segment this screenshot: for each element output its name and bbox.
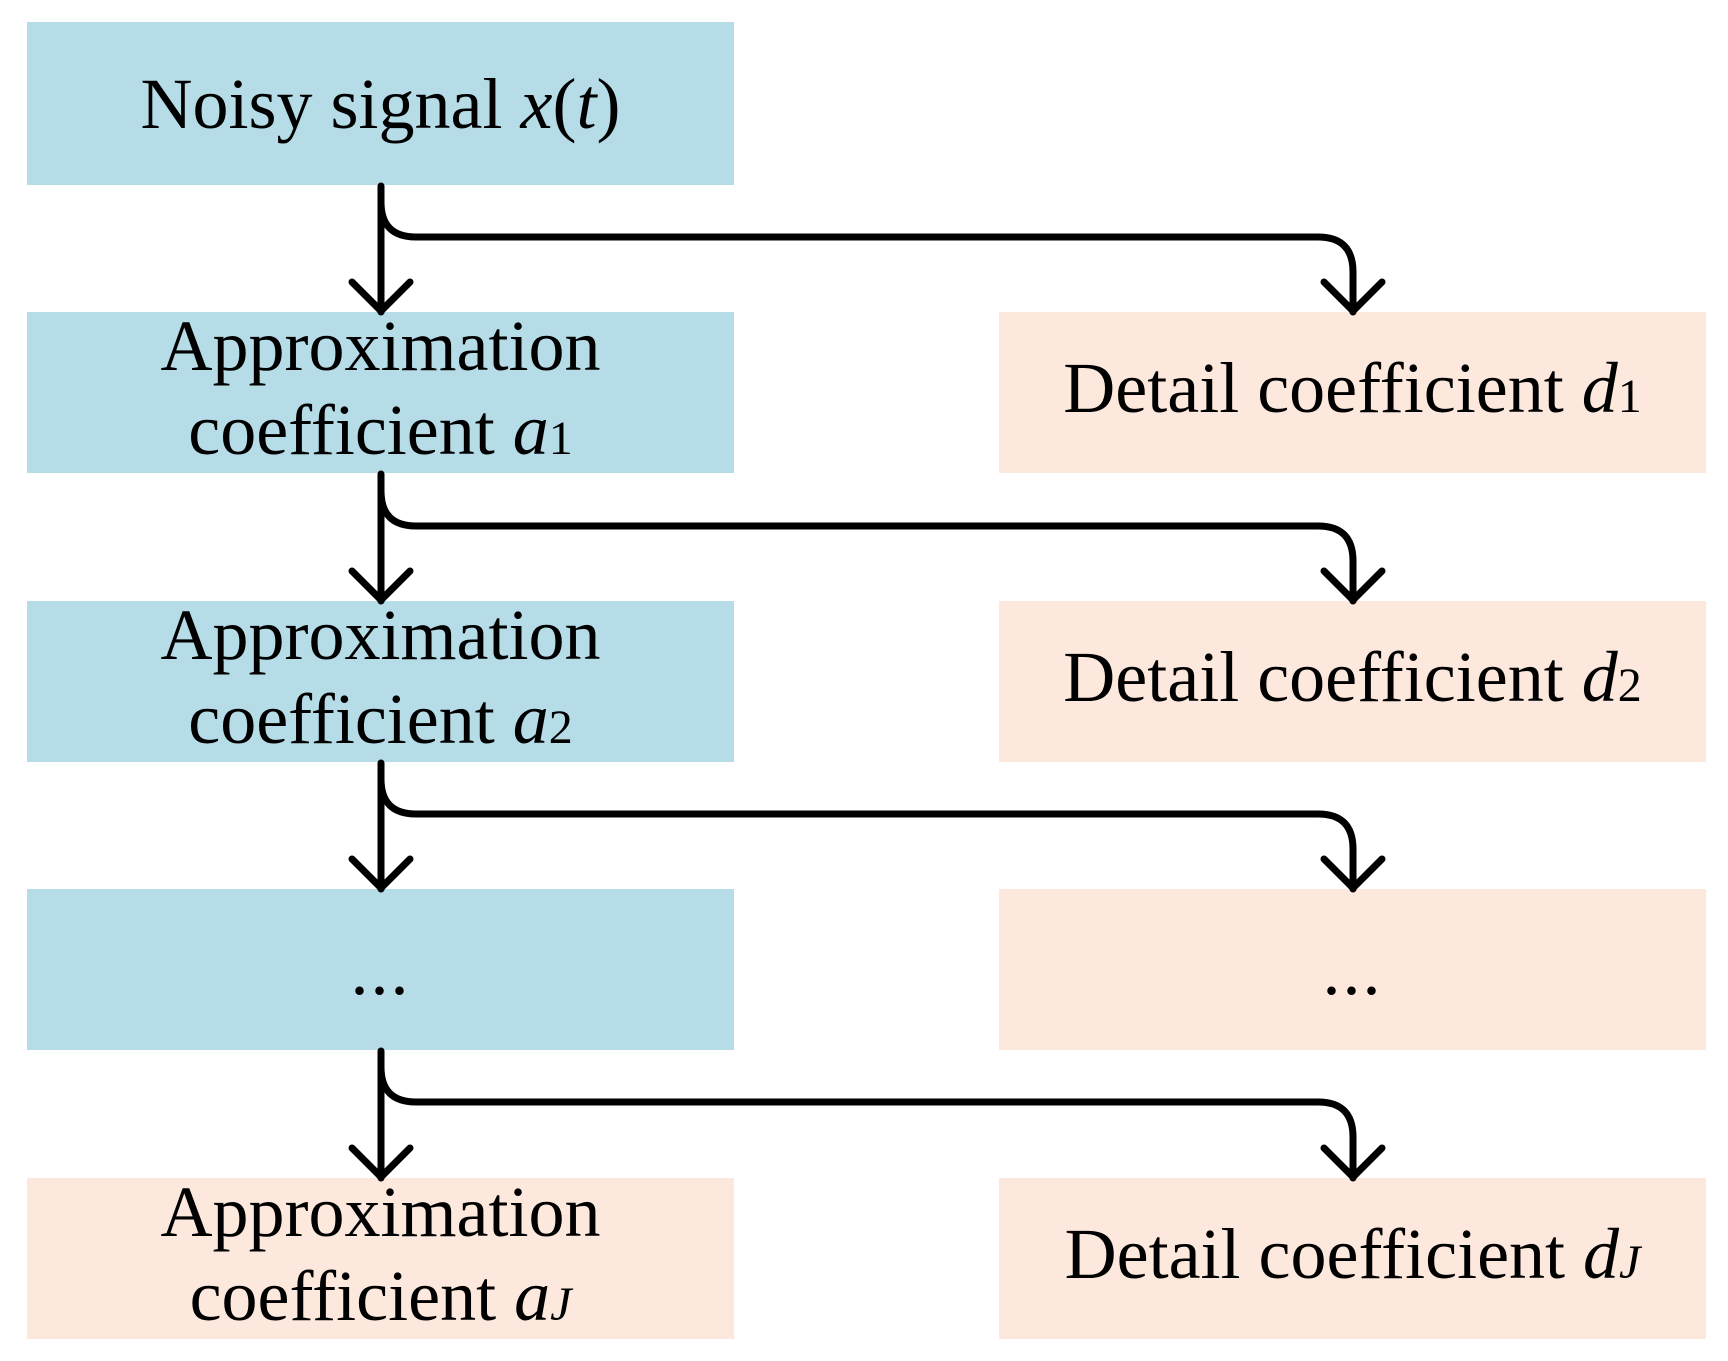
approx-a2-line2: coefficient a2 [188,679,573,759]
detail-ellipsis-box: ... [999,889,1706,1050]
down-arrow-head-2 [348,567,414,604]
branch-arrow-line-3 [377,775,1357,893]
approx-aJ-line1: Approximation [160,1172,601,1252]
detail-ellipsis: ... [1322,929,1383,1010]
detail-d1-label: Detail coefficient d1 [1063,348,1642,428]
arrow-group-level-3 [348,759,1386,893]
branch-arrow-head-3 [1320,855,1386,892]
arrow-group-level-1 [348,182,1386,316]
arrow-group-level-2 [348,470,1386,605]
detail-coefficient-d1-box: Detail coefficient d1 [999,312,1706,473]
noisy-signal-label: Noisy signal x(t) [140,63,621,144]
branch-arrow-head-2 [1320,567,1386,604]
down-arrow-head-4 [348,1144,414,1181]
branch-arrow-line-4 [377,1063,1357,1182]
approximation-ellipsis-box: ... [27,889,734,1050]
arrow-group-level-4 [348,1047,1386,1182]
detail-coefficient-d2-box: Detail coefficient d2 [999,601,1706,762]
noisy-signal-box: Noisy signal x(t) [27,22,734,185]
approx-ellipsis: ... [350,929,411,1010]
branch-arrow-head-4 [1320,1144,1386,1181]
approx-aJ-line2: coefficient aJ [189,1256,572,1336]
down-arrow-head-1 [348,278,414,315]
branch-arrow-line-1 [377,198,1357,316]
approx-a2-line1: Approximation [160,595,601,675]
approximation-coefficient-a2-box: Approximation coefficient a2 [27,595,734,762]
approx-a1-line2: coefficient a1 [188,390,573,470]
branch-arrow-line-2 [377,487,1357,605]
detail-d2-label: Detail coefficient d2 [1063,637,1642,717]
branch-arrow-head-1 [1320,278,1386,315]
detail-dJ-label: Detail coefficient dJ [1064,1214,1641,1294]
approx-a1-line1: Approximation [160,306,601,386]
approximation-coefficient-a1-box: Approximation coefficient a1 [27,306,734,473]
detail-coefficient-dJ-box: Detail coefficient dJ [999,1178,1706,1339]
approximation-coefficient-aJ-box: Approximation coefficient aJ [27,1172,734,1339]
down-arrow-head-3 [348,855,414,892]
